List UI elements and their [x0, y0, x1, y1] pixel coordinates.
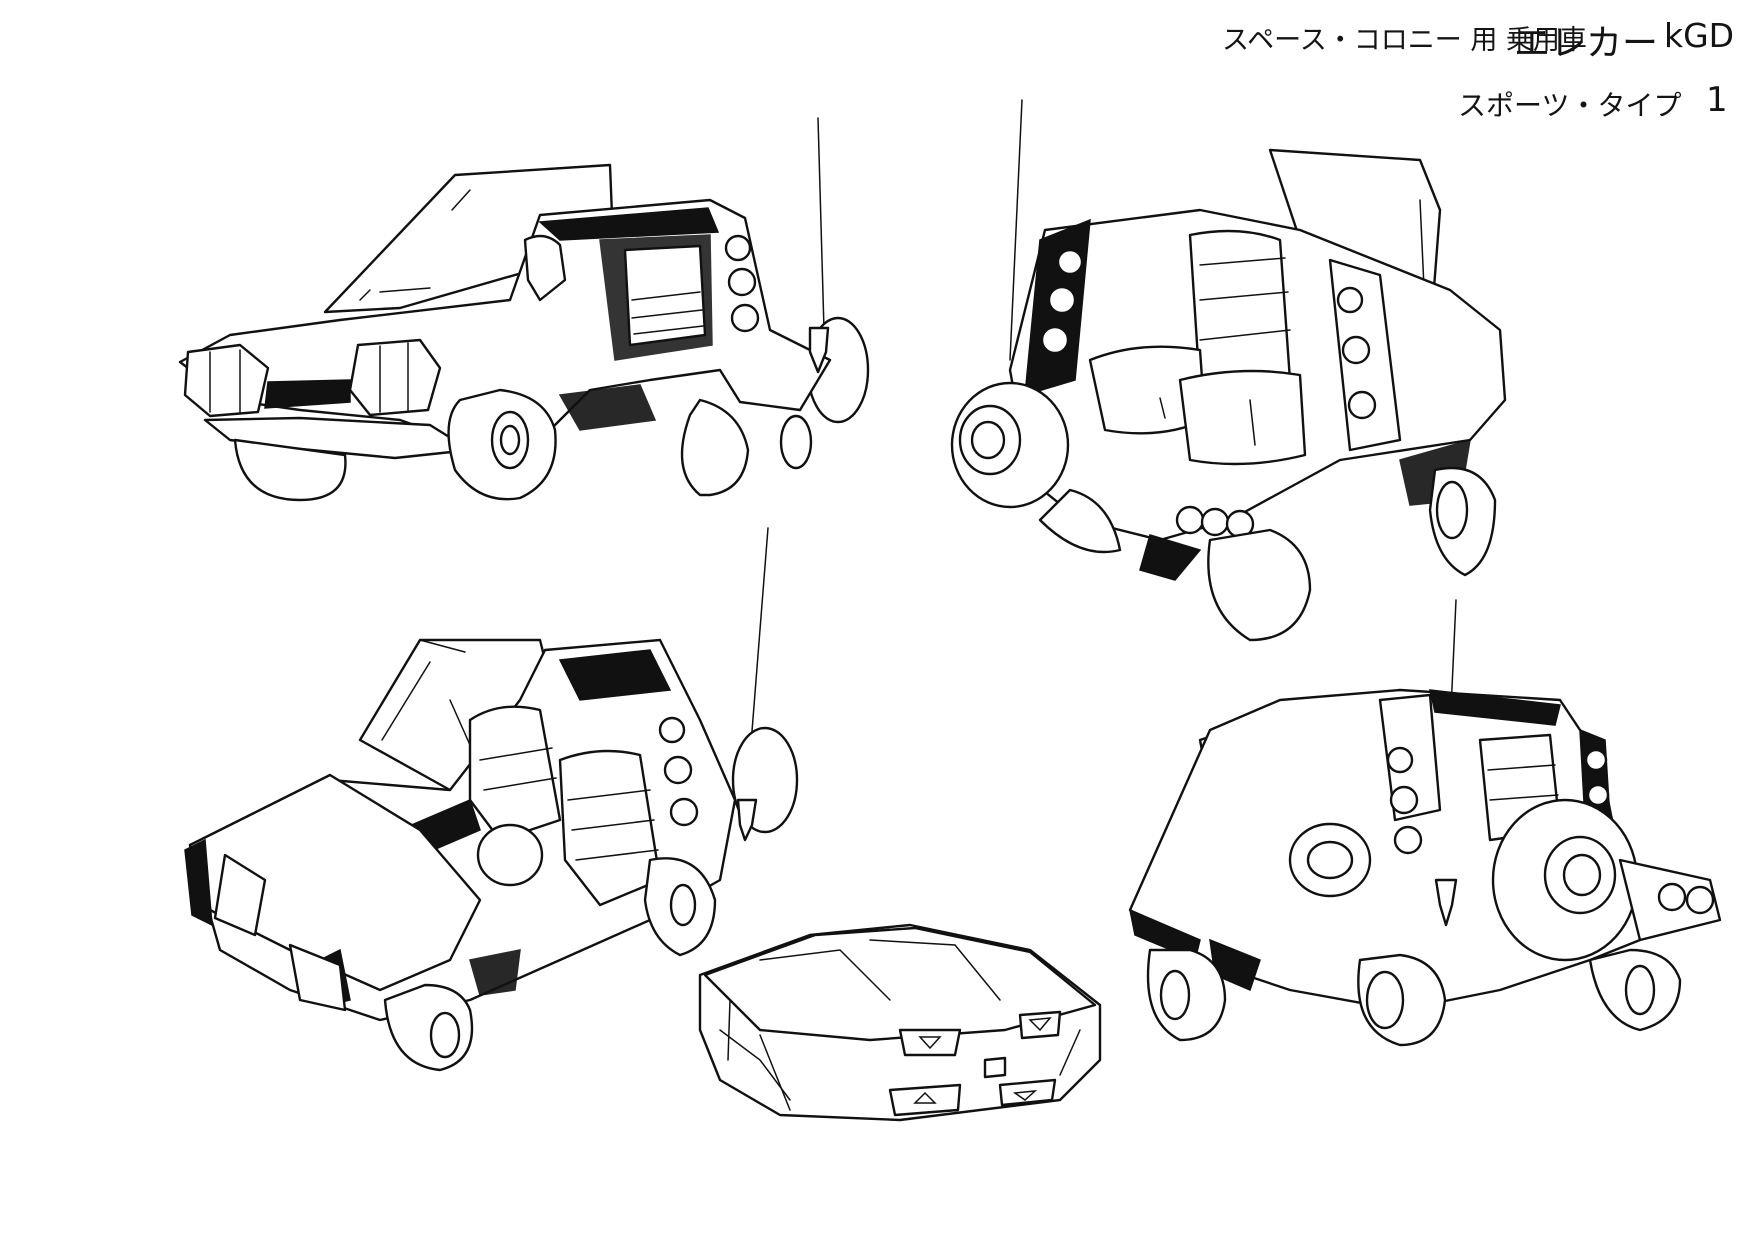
sheet-title: スペース・コロニー 用 乗用車 — [1222, 25, 1587, 56]
car-rear-view-icon — [950, 99, 1507, 642]
case-view-icon — [698, 923, 1102, 1122]
vehicle-name: エレカー — [1514, 23, 1659, 64]
car-front-view-icon — [178, 117, 870, 502]
car-top-view-icon — [184, 527, 799, 1072]
page-number: 1 — [1706, 80, 1728, 120]
sheet-subtitle: スポーツ・タイプ — [1458, 89, 1682, 122]
car-rear-low-view-icon — [1128, 599, 1722, 1047]
artist-code: kGD — [1664, 16, 1735, 55]
